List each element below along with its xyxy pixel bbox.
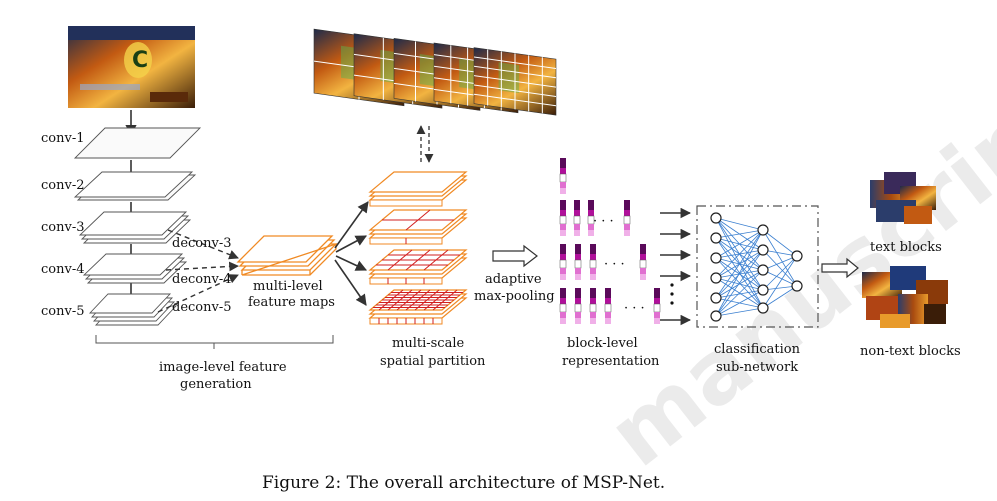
conv-4-layer	[82, 253, 188, 284]
feature-maps-label-line1: multi-level	[253, 279, 323, 294]
feature-vector-2-1	[559, 200, 567, 236]
image-level-label-line1: image-level feature	[159, 360, 287, 375]
pooling-label-line2: max-pooling	[474, 289, 555, 304]
partition-arrows	[334, 201, 369, 306]
image-level-bracket	[95, 335, 334, 344]
feature-vector-3-1	[559, 244, 567, 280]
classification-label-line2: sub-network	[716, 360, 798, 375]
spatial-partitions	[368, 171, 468, 325]
deconv-3-label: deconv-3	[172, 236, 232, 251]
conv-layers	[73, 127, 202, 326]
partition-level-4	[368, 289, 468, 325]
feature-vector-1-1	[559, 158, 567, 194]
feature-vector-2-3	[587, 200, 595, 236]
conv-1-layer	[73, 127, 202, 159]
neuron-l3-2	[791, 280, 803, 292]
text-blocks-label: text blocks	[870, 240, 942, 255]
svg-text:C: C	[132, 48, 148, 73]
neuron-l1-1	[710, 212, 722, 224]
classification-label-line1: classification	[714, 342, 801, 357]
partition-level-3	[368, 249, 468, 285]
feature-vector-4-5	[653, 288, 661, 324]
neuron-l2-4	[757, 284, 769, 296]
deconv-5-label: deconv-5	[172, 300, 232, 315]
block-label-line2: representation	[562, 354, 660, 369]
neural-network	[710, 212, 803, 322]
conv-4-label: conv-4	[41, 262, 85, 277]
input-image: C	[68, 26, 195, 108]
feature-vector-4-1	[559, 288, 567, 324]
ellipsis-row-3: · · ·	[604, 257, 625, 272]
partitioned-image-stack	[313, 28, 557, 116]
feature-vector-3-3	[589, 244, 597, 280]
conv-3-label: conv-3	[41, 220, 85, 235]
partition-level-1	[368, 171, 468, 207]
neuron-l2-3	[757, 264, 769, 276]
text-blocks-images	[870, 172, 936, 224]
neuron-l1-2	[710, 232, 722, 244]
deconv-4-label: deconv-4	[172, 272, 232, 287]
neuron-l3-1	[791, 250, 803, 262]
output-arrow	[821, 257, 859, 279]
network-edges	[715, 217, 798, 317]
neuron-l1-6	[710, 310, 722, 322]
conv-5-label: conv-5	[41, 304, 85, 319]
feature-vector-3-4	[639, 244, 647, 280]
grid-image-5	[473, 47, 557, 116]
block-label-line1: block-level	[567, 336, 638, 351]
spatial-label-line1: multi-scale	[392, 336, 464, 351]
non-text-blocks-label: non-text blocks	[860, 344, 961, 359]
feature-vector-4-3	[589, 288, 597, 324]
neuron-l1-4	[710, 272, 722, 284]
vertical-dots	[670, 283, 674, 305]
block-level-vectors	[559, 158, 661, 324]
conv-3-layer	[78, 211, 192, 244]
watermark: manuscript	[590, 61, 997, 487]
conv-1-label: conv-1	[41, 131, 85, 146]
feature-vector-2-4	[623, 200, 631, 236]
neuron-l1-5	[710, 292, 722, 304]
conv-2-label: conv-2	[41, 178, 85, 193]
non-text-blocks-images	[862, 266, 948, 328]
neuron-l2-1	[757, 224, 769, 236]
ellipsis-row-4: · · ·	[624, 301, 645, 316]
ellipsis-row-2: · · ·	[593, 214, 614, 229]
feature-maps-block	[236, 235, 338, 276]
feature-maps-label-line2: feature maps	[248, 295, 335, 310]
pooling-label-line1: adaptive	[485, 272, 542, 287]
feature-vector-4-2	[574, 288, 582, 324]
classification-box	[696, 205, 819, 328]
neuron-l2-2	[757, 244, 769, 256]
classifier-input-arrows	[660, 207, 692, 326]
max-pooling-arrow	[492, 244, 538, 268]
feature-vector-3-2	[574, 244, 582, 280]
partition-up-arrows	[416, 125, 434, 163]
image-level-label-line2: generation	[180, 377, 252, 392]
neuron-l2-5	[757, 302, 769, 314]
feature-vector-4-4	[604, 288, 612, 324]
neuron-l1-3	[710, 252, 722, 264]
feature-vector-2-2	[573, 200, 581, 236]
conv-5-layer	[88, 293, 178, 326]
figure-caption: Figure 2: The overall architecture of MS…	[262, 473, 665, 493]
spatial-label-line2: spatial partition	[380, 354, 486, 369]
partition-level-2	[368, 209, 468, 245]
deconv-arrows	[157, 229, 239, 313]
conv-2-layer	[73, 171, 197, 201]
